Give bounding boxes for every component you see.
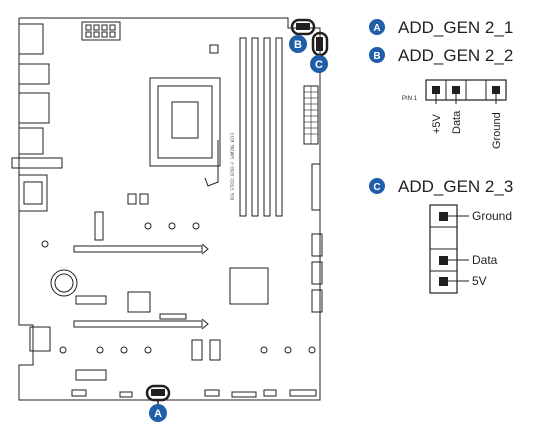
cpu-lever: [204, 140, 219, 187]
pcie-slot-1-clip: [201, 243, 209, 255]
gen22-pin-2: [452, 86, 460, 94]
header-c-ring: [311, 31, 329, 57]
m2-socket-2: [209, 339, 221, 361]
audio-codec: [29, 326, 51, 352]
badge-c-circle: [310, 55, 328, 73]
cpu-power-pins: [85, 24, 116, 38]
gen22-label-data: Data: [451, 110, 463, 134]
cpu-socket-core: [171, 101, 199, 139]
gen22-pin-1: [432, 86, 440, 94]
small-component: [209, 44, 219, 54]
pcie-x1-slot: [159, 313, 187, 320]
chip-small-1: [127, 291, 151, 313]
cmos-battery: [50, 269, 78, 297]
dimm-slot-2: [251, 37, 259, 217]
usb-header-right: [311, 163, 321, 211]
dimm-slot-3: [263, 37, 271, 217]
pcie-slot-2-clip: [201, 318, 209, 330]
cmos-battery-inner: [54, 273, 74, 293]
atx-pins: [304, 86, 318, 144]
mid-block: [75, 369, 107, 381]
bottom-header-3: [204, 389, 220, 397]
header-b-ring: [290, 18, 316, 36]
bottom-header-2: [119, 391, 133, 398]
gen23-pin-data: [439, 256, 448, 265]
cpu-socket: [149, 77, 221, 167]
legend-c-badge: [369, 178, 385, 194]
legend-c-title: ADD_GEN 2_3: [398, 177, 513, 196]
cpu-power-connector: [81, 21, 121, 41]
badge-b-circle: [289, 35, 307, 53]
gen22-label-5v: +5V: [431, 113, 443, 134]
gen23-label-ground: Ground: [472, 209, 512, 223]
gen22-pin-diagram: PIN 1 +5V Data Ground: [402, 79, 507, 149]
gen22-pin-4: [492, 86, 500, 94]
cpu-socket-inner: [157, 85, 213, 159]
io-block-1: [18, 23, 44, 55]
legend-a: A ADD_GEN 2_1: [369, 18, 513, 37]
badge-a-label: A: [154, 408, 162, 420]
bottom-header-1: [71, 389, 87, 397]
small-part-1: [127, 193, 137, 205]
gen22-label-ground: Ground: [491, 112, 503, 149]
sata-3: [311, 289, 323, 313]
motherboard-layout: [11, 17, 323, 401]
bottom-header-5: [263, 389, 277, 397]
header-a-callout: A: [145, 384, 171, 422]
dimm-slot-1: [239, 37, 247, 217]
io-block-6: [18, 174, 48, 212]
header-b-body: [296, 23, 310, 30]
io-block-4: [18, 127, 44, 155]
header-c-callout: C: [310, 31, 329, 73]
header-c-body: [316, 37, 323, 51]
chipset: [229, 267, 269, 305]
board-outline: [18, 17, 321, 401]
io-block-3: [18, 92, 50, 124]
pcie-slot-2: [73, 320, 203, 328]
bottom-header-6: [289, 389, 317, 397]
io-block-2: [18, 63, 50, 85]
m2-socket-1: [191, 339, 203, 361]
small-part-3: [94, 211, 104, 241]
badge-c-label: C: [315, 59, 323, 71]
io-block-7: [23, 181, 43, 205]
legend-b: B ADD_GEN 2_2: [369, 46, 513, 65]
badge-a-circle: [149, 404, 167, 422]
sata-2: [311, 261, 323, 285]
chip-small-2: [75, 295, 107, 305]
pcie-slot-1: [73, 245, 203, 253]
small-part-2: [139, 193, 149, 205]
sata-1: [311, 233, 323, 257]
legend-a-title: ADD_GEN 2_1: [398, 18, 513, 37]
gen22-pin1-label: PIN 1: [402, 96, 418, 102]
legend-c: C ADD_GEN 2_3: [369, 177, 513, 196]
legend-c-badge-label: C: [373, 182, 380, 193]
header-b-callout: B: [289, 18, 316, 53]
gen23-pin-ground: [439, 212, 448, 221]
legend-a-badge: [369, 19, 385, 35]
io-block-5: [11, 157, 63, 169]
legend-b-badge: [369, 47, 385, 63]
legend-b-title: ADD_GEN 2_2: [398, 46, 513, 65]
dimm-slot-4: [275, 37, 283, 217]
gen23-label-5v: 5V: [472, 274, 487, 288]
gen23-pin-diagram: Ground Data 5V: [429, 204, 512, 294]
mounting-holes: [41, 222, 316, 354]
header-a-body: [151, 389, 165, 396]
legend-b-badge-label: B: [373, 51, 380, 62]
gen23-label-data: Data: [472, 253, 498, 267]
gen23-pin-5v: [439, 277, 448, 286]
badge-b-label: B: [294, 39, 302, 51]
bottom-header-4: [231, 391, 257, 398]
board-silkscreen: ROG STRIX B760-F GAMING WIFI: [230, 132, 235, 200]
legend-a-badge-label: A: [373, 23, 380, 34]
